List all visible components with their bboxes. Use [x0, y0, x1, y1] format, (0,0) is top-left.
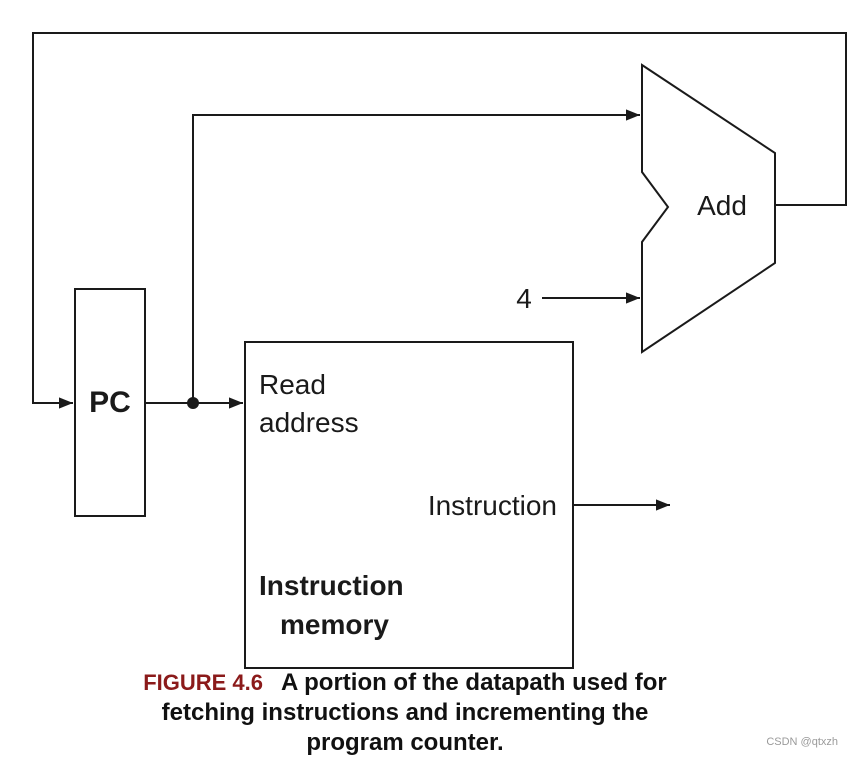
memory-title-line2: memory — [280, 609, 389, 640]
adder-unit — [641, 63, 776, 354]
instruction-output-label: Instruction — [428, 490, 557, 521]
pc-label: PC — [89, 386, 131, 419]
pc-to-adder-wire — [192, 109, 640, 403]
caption-line2: fetching instructions and incrementing t… — [161, 699, 649, 726]
read-address-label-line1: Read — [259, 369, 326, 400]
caption-text-line1: A portion of the datapath used for — [281, 669, 667, 696]
read-address-label-line2: address — [259, 407, 359, 438]
memory-title-line1: Instruction — [259, 570, 404, 601]
constant-four-label: 4 — [516, 283, 532, 314]
pc-next-feedback-wire — [32, 32, 847, 409]
caption-line1: FIGURE 4.6 A portion of the datapath used… — [60, 668, 750, 698]
caption-line3: program counter. — [306, 729, 504, 756]
watermark: CSDN @qtxzh — [766, 736, 838, 748]
adder-label: Add — [697, 190, 747, 221]
junction-dot — [187, 397, 199, 409]
figure-number: FIGURE 4.6 — [143, 670, 264, 695]
figure-caption: FIGURE 4.6 A portion of the datapath used… — [60, 668, 750, 758]
